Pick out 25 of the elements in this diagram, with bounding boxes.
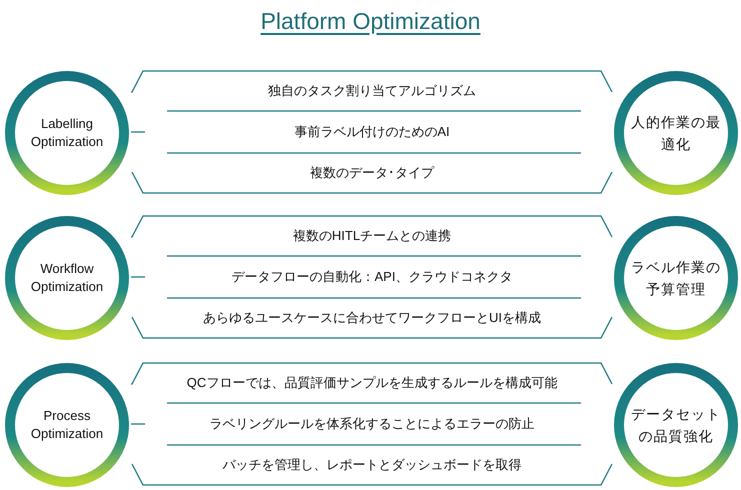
list-item-text: バッチを管理し、レポートとダッシュボードを取得 xyxy=(222,456,522,474)
ring-circle xyxy=(4,215,130,341)
list-item-text: 事前ラベル付けのためのAI xyxy=(293,123,451,141)
ring-circle xyxy=(4,362,130,488)
title-text: Platform Optimization xyxy=(260,8,480,34)
list-item-text: ラベリングルールを体系化することによるエラーの防止 xyxy=(208,415,536,433)
circle-label: ラベル作業の予算管理 xyxy=(630,258,722,299)
ring-circle xyxy=(4,70,130,196)
band-outline xyxy=(131,70,613,194)
circle-label: Labelling Optimization xyxy=(30,115,104,151)
band-outline xyxy=(131,362,613,486)
circle-label: データセットの品質強化 xyxy=(630,405,722,446)
list-item-text: 独自のタスク割り当てアルゴリズム xyxy=(267,82,477,100)
list-item-text: あらゆるユースケースに合わせてワークフローとUIを構成 xyxy=(202,309,542,327)
list-item-text: QCフローでは、品質評価サンプルを生成するルールを構成可能 xyxy=(186,374,558,392)
ring-circle xyxy=(613,362,739,488)
circle-label: Workflow Optimization xyxy=(30,260,104,296)
circle-label: Process Optimization xyxy=(30,407,104,443)
band-outline xyxy=(131,215,613,339)
circle-label: 人的作業の最適化 xyxy=(630,113,722,154)
list-item-text: 複数のデータ･タイプ xyxy=(309,164,436,182)
ring-circle xyxy=(613,70,739,196)
ring-circle xyxy=(613,215,739,341)
list-item-text: 複数のHITLチームとの連携 xyxy=(292,227,452,245)
list-item-text: データフローの自動化：API、クラウドコネクタ xyxy=(230,268,514,286)
